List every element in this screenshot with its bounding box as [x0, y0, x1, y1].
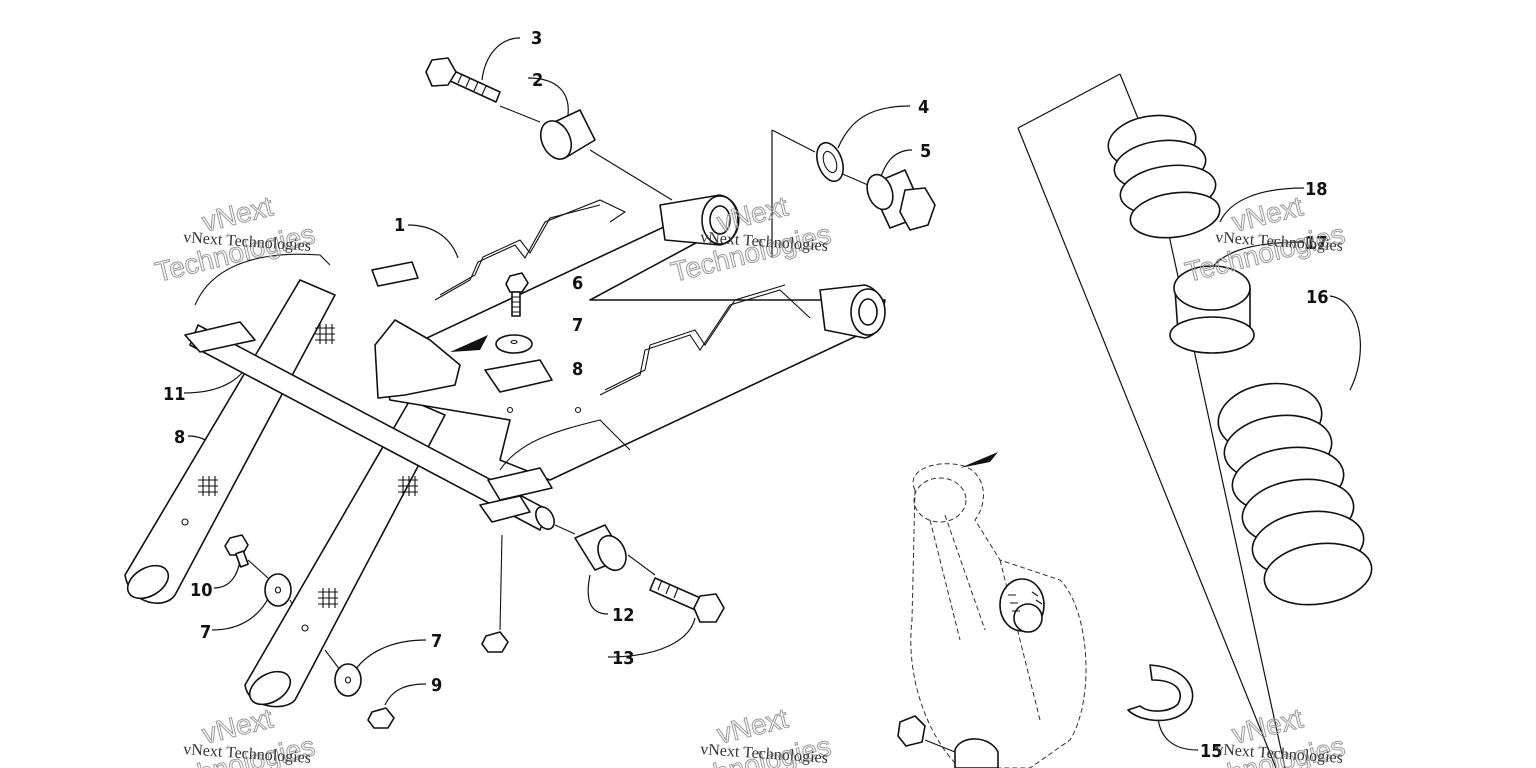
trailing-arm-right — [244, 399, 446, 708]
bushing-12 — [574, 524, 627, 572]
spring-seat-17 — [1169, 265, 1255, 354]
bolt-13 — [649, 577, 725, 623]
callout-2: 2 — [532, 70, 543, 91]
shock-absorber — [910, 463, 1087, 768]
callout-8b: 8 — [174, 427, 185, 448]
washer-7-bottom — [334, 663, 362, 697]
orientation-arrows — [450, 335, 998, 468]
callout-5: 5 — [920, 141, 931, 162]
callout-labels: 3 2 4 5 1 6 7 8 11 8 10 7 7 9 12 13 18 1… — [163, 28, 1329, 762]
spring-16 — [1217, 382, 1373, 606]
callout-7a: 7 — [572, 315, 583, 336]
callout-7c: 7 — [431, 631, 442, 652]
nut-9 — [367, 631, 509, 729]
callout-4: 4 — [918, 97, 929, 118]
callout-15: 15 — [1200, 741, 1223, 762]
callout-6: 6 — [572, 273, 583, 294]
spacer-5 — [866, 169, 936, 231]
callout-16: 16 — [1306, 287, 1329, 308]
shock-assembly — [897, 114, 1373, 768]
callout-13: 13 — [612, 648, 635, 669]
callout-18: 18 — [1305, 179, 1328, 200]
spring-18 — [1107, 114, 1221, 239]
callout-7b: 7 — [200, 622, 211, 643]
watermark-bottom-center: vNext Technologies vNext Technologies — [667, 702, 834, 768]
bushing-2 — [539, 109, 596, 160]
callout-8a: 8 — [572, 359, 583, 380]
washer-7-left — [264, 573, 292, 607]
arrow-marker-upper — [450, 335, 488, 352]
bolt-6 — [505, 272, 529, 317]
callout-1: 1 — [394, 215, 405, 236]
spring-clip-15 — [1127, 664, 1194, 722]
callout-12: 12 — [612, 605, 635, 626]
callout-9: 9 — [431, 675, 442, 696]
callout-3: 3 — [531, 28, 542, 49]
bolt-10 — [224, 534, 249, 568]
shock-adjuster — [999, 578, 1045, 633]
washer-4 — [816, 141, 844, 183]
bolt-3 — [425, 57, 501, 103]
hardware — [224, 57, 936, 729]
arrow-marker-lower — [960, 452, 998, 468]
watermark-bottom-left: vNext Technologies vNext Technologies — [151, 702, 318, 768]
washer-7-top — [495, 334, 533, 354]
watermark-top-left: vNext Technologies vNext Technologies — [151, 190, 318, 288]
crosshatch-marks — [198, 324, 418, 608]
swing-arm-assembly — [124, 194, 886, 708]
callout-10: 10 — [190, 580, 213, 601]
callout-17: 17 — [1305, 233, 1328, 254]
callout-11: 11 — [163, 384, 186, 405]
